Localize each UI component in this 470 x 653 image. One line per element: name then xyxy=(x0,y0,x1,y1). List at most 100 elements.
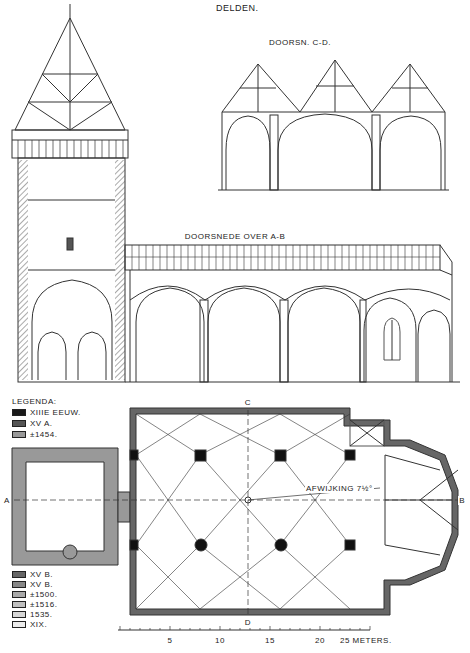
drawing-stroke xyxy=(200,545,280,609)
drawing-stroke xyxy=(195,245,196,270)
drawing-stroke xyxy=(53,140,54,158)
drawing-stroke xyxy=(60,140,61,158)
drawing-stroke xyxy=(18,140,19,158)
drawing-stroke xyxy=(280,414,350,455)
legend-swatch xyxy=(12,581,26,588)
drawing-stroke xyxy=(280,628,281,630)
drawing-stroke xyxy=(310,628,311,630)
drawing-stroke xyxy=(25,140,26,158)
drawing-stroke xyxy=(265,245,266,270)
drawing-stroke xyxy=(340,628,341,630)
drawing-stroke xyxy=(200,414,280,455)
section-mark: C xyxy=(244,398,252,407)
scale-number: 5 xyxy=(168,636,173,645)
drawing-stroke xyxy=(280,545,350,609)
drawing-stroke xyxy=(146,245,147,270)
drawing-stroke xyxy=(136,545,200,609)
drawing-stroke xyxy=(370,626,371,630)
drawing-stroke xyxy=(250,628,251,630)
legend-swatch xyxy=(12,409,26,416)
drawing-stroke xyxy=(363,245,364,270)
drawing-stroke xyxy=(335,245,336,270)
drawing-stroke xyxy=(405,245,406,270)
plan xyxy=(12,408,460,615)
drawing-stroke xyxy=(174,245,175,270)
drawing-stroke xyxy=(244,245,245,270)
drawing-stroke xyxy=(426,245,427,270)
title: DELDEN. xyxy=(216,4,259,13)
scale-number: 10 xyxy=(215,636,225,645)
drawing-stroke xyxy=(170,626,171,630)
drawing-stroke xyxy=(188,245,189,270)
drawing-stroke xyxy=(349,245,350,270)
drawing-stroke xyxy=(136,545,200,609)
tower-elevation xyxy=(12,4,128,382)
drawing-stroke xyxy=(210,628,211,630)
drawing-stroke xyxy=(153,245,154,270)
nave-section xyxy=(125,245,460,382)
drawing-stroke xyxy=(240,628,241,630)
drawing-stroke xyxy=(230,628,231,630)
drawing-stroke xyxy=(412,245,413,270)
drawing-stroke xyxy=(81,140,82,158)
drawing-stroke xyxy=(140,628,141,630)
drawing-stroke xyxy=(123,140,124,158)
drawing-stroke xyxy=(74,140,75,158)
drawing-stroke xyxy=(237,245,238,270)
drawing-stroke xyxy=(200,628,201,630)
drawing-stroke xyxy=(350,628,351,630)
drawing-stroke xyxy=(258,245,259,270)
drawing-stroke xyxy=(280,414,350,455)
drawing-stroke xyxy=(125,257,440,258)
legend-swatch xyxy=(12,420,26,427)
drawing-stroke xyxy=(307,245,308,270)
cross-section xyxy=(218,60,449,190)
scale-number: 20 xyxy=(315,636,325,645)
drawing-stroke xyxy=(167,245,168,270)
drawing-stroke xyxy=(200,414,280,455)
legend-swatch xyxy=(12,611,26,618)
drawing-stroke xyxy=(377,245,378,270)
drawing-stroke xyxy=(251,245,252,270)
drawing-stroke xyxy=(321,245,322,270)
legend-text: 1535. xyxy=(30,610,53,619)
drawing-stroke xyxy=(290,628,291,630)
legend-text: ±1516. xyxy=(30,600,57,609)
drawing-stroke xyxy=(223,245,224,270)
drawing-stroke xyxy=(109,140,110,158)
legend-swatch xyxy=(12,591,26,598)
drawing-stroke xyxy=(150,628,151,630)
drawing-stroke xyxy=(216,245,217,270)
scale-number: 15 xyxy=(265,636,275,645)
drawing-stroke xyxy=(300,245,301,270)
drawing-stroke xyxy=(320,626,321,630)
drawing-stroke xyxy=(190,628,191,630)
scale-number: 25 METERS. xyxy=(340,636,392,645)
drawing-stroke xyxy=(280,545,350,609)
section-mark: D xyxy=(244,618,252,627)
drawing-stroke xyxy=(342,245,343,270)
drawing-stroke xyxy=(286,245,287,270)
drawing-stroke xyxy=(181,245,182,270)
legend-text: XV B. xyxy=(30,570,53,579)
drawing-stroke xyxy=(136,414,200,455)
drawing-stroke xyxy=(116,140,117,158)
drawing-stroke xyxy=(419,245,420,270)
deviation-note: AFWIJKING 7½° xyxy=(305,484,374,493)
legend-text: XIX. xyxy=(30,620,47,629)
drawing-stroke xyxy=(180,628,181,630)
section-title: DOORSN. C-D. xyxy=(269,38,331,47)
drawing-stroke xyxy=(356,245,357,270)
legend-text: XV B. xyxy=(30,580,53,589)
drawing-stroke xyxy=(88,140,89,158)
drawing-stroke xyxy=(136,414,200,455)
drawing-stroke xyxy=(132,245,133,270)
legend-swatch xyxy=(12,601,26,608)
drawing-stroke xyxy=(209,245,210,270)
drawing-stroke xyxy=(384,245,385,270)
drawing-stroke xyxy=(139,245,140,270)
drawing-stroke xyxy=(46,140,47,158)
drawing-stroke xyxy=(220,626,221,630)
drawing-stroke xyxy=(370,245,371,270)
drawing-stroke xyxy=(202,245,203,270)
